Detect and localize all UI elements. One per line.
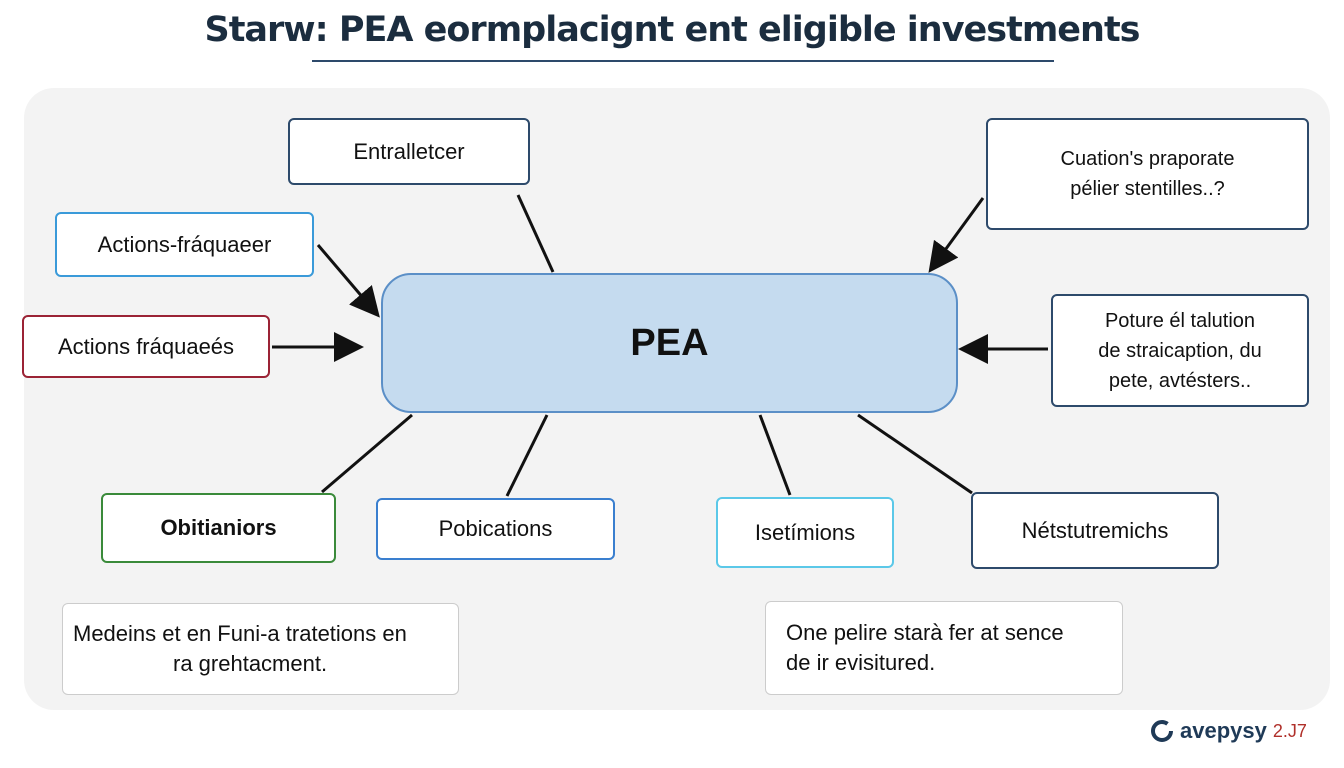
connector-obitianiors xyxy=(321,413,413,494)
connector-netstutremichs xyxy=(857,413,973,495)
node-obitianiors: Obitianiors xyxy=(101,493,336,563)
node-label: pélier stentilles..? xyxy=(1070,178,1225,200)
node-label: Pobications xyxy=(438,516,553,541)
title-underline xyxy=(312,60,1054,62)
node-label: Cuation's praporate xyxy=(1060,148,1235,170)
note-text: Medeins et en Funi-a tratetions en xyxy=(73,621,407,646)
node-actions-fraquaeer: Actions-fráquaeer xyxy=(55,212,314,277)
node-label: Poture él talution xyxy=(1104,309,1256,332)
node-label: Actions-fráquaeer xyxy=(97,231,272,257)
page-title: Starw: PEA eormplacignt ent eligible inv… xyxy=(204,10,1140,50)
arrow-actions1 xyxy=(316,244,380,318)
note-text: ra grehtacment. xyxy=(173,651,328,676)
logo-ring-icon xyxy=(1151,720,1173,742)
note-left: Medeins et en Funi-a tratetions en ra gre… xyxy=(62,603,459,695)
node-isetimions: Isetímions xyxy=(716,497,894,568)
logo-name: avepysy xyxy=(1180,718,1267,743)
node-pobications: Pobications xyxy=(376,498,615,560)
center-node-pea: PEA xyxy=(381,273,958,413)
node-poture: Poture él talution de straicaption, du pet… xyxy=(1051,294,1309,407)
connector-isetimions xyxy=(758,414,792,496)
node-label: de straicaption, du xyxy=(1098,339,1262,362)
node-label: Nétstutremichs xyxy=(1021,517,1169,543)
node-cuation: Cuation's praporate pélier stentilles..? xyxy=(986,118,1309,230)
logo-version: 2.J7 xyxy=(1272,720,1307,741)
node-label: pete, avtésters.. xyxy=(1108,369,1252,392)
arrow-cuation xyxy=(928,197,985,273)
connector-entralletcer xyxy=(516,194,555,273)
node-label: Isetímions xyxy=(754,519,856,545)
node-label: Entralletcer xyxy=(353,138,465,164)
node-actions-fraquaees: Actions fráquaeés xyxy=(22,315,270,378)
node-netstutremichs: Nétstutremichs xyxy=(971,492,1219,569)
note-text: One pelire starà fer at sence xyxy=(786,620,1064,645)
note-right: One pelire starà fer at sence de ir evisi… xyxy=(765,601,1123,695)
connector-pobications xyxy=(505,414,549,497)
center-label: PEA xyxy=(630,322,709,364)
node-label: Actions fráquaeés xyxy=(57,333,235,359)
node-label: Obitianiors xyxy=(160,515,277,540)
note-text: de ir evisitured. xyxy=(786,650,936,675)
node-entralletcer: Entralletcer xyxy=(288,118,530,185)
